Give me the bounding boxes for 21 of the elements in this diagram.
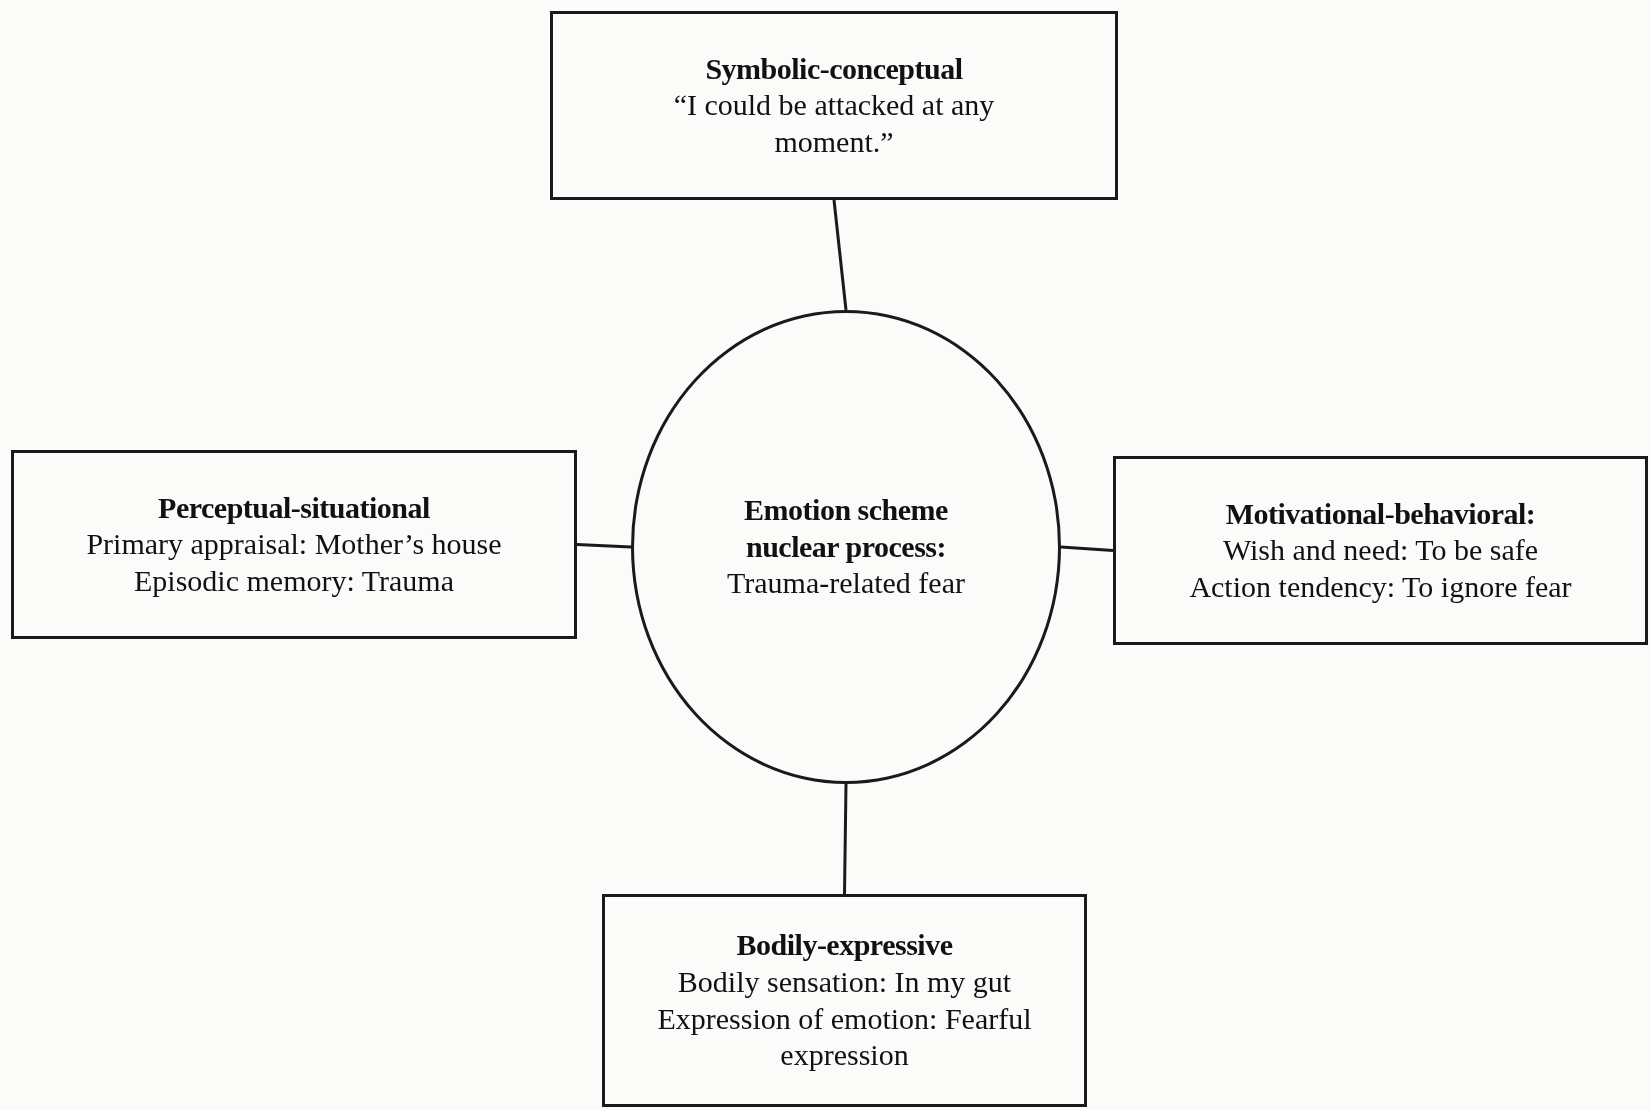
component-box (550, 11, 1118, 200)
node-text: Expression of emotion: Fearful expression (656, 1000, 1033, 1074)
node-text: Primary appraisal: Mother’s house (86, 526, 502, 563)
component-box (602, 894, 1087, 1107)
node-text: Trauma-related fear (727, 565, 965, 602)
node-heading: Perceptual-situational (158, 489, 430, 526)
connector-line (843, 783, 848, 895)
component-box (11, 450, 577, 639)
node-heading: Bodily-expressive (736, 927, 953, 964)
node-text: “I could be attacked at any moment.” (672, 87, 996, 160)
node-heading: Emotion scheme nuclear process: (743, 492, 949, 565)
connector-line (832, 199, 848, 311)
node-text: Action tendency: To ignore fear (1189, 568, 1572, 605)
node-heading: Motivational-behavioral: (1225, 495, 1536, 532)
component-box (1113, 456, 1648, 645)
connector-line (1060, 545, 1114, 552)
node-heading: Symbolic-conceptual (705, 50, 963, 87)
node-text: Episodic memory: Trauma (134, 562, 454, 599)
node-text: Bodily sensation: In my gut (677, 963, 1012, 1000)
connector-line (576, 543, 632, 549)
node-text: Wish and need: To be safe (1222, 532, 1539, 569)
